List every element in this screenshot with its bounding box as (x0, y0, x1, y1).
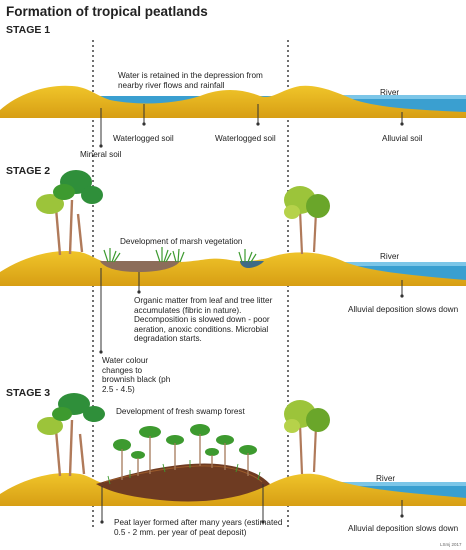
tree-stage-3-right (284, 400, 330, 475)
stage-3-cross-section (0, 463, 466, 506)
marsh-grass (103, 247, 257, 263)
stage-1-waterlogged-1: Waterlogged soil (113, 134, 174, 143)
stage-1-cross-section (0, 85, 466, 118)
stage-2-label: STAGE 2 (6, 165, 51, 177)
stage-1-label: STAGE 1 (6, 24, 51, 36)
marsh-mud (100, 261, 180, 272)
tree-stage-2-right (284, 186, 330, 255)
stage-1-mineral-soil: Mineral soil (80, 150, 122, 159)
stage-3-label: STAGE 3 (6, 387, 51, 399)
stage-3-swamp-note: Development of fresh swamp forest (116, 407, 245, 416)
swamp-forest (107, 424, 261, 485)
stage-2-alluvial-note: Alluvial deposition slows down (348, 305, 459, 314)
stage-2-organic-note: Organic matter from leaf and tree litter… (134, 296, 273, 344)
stage-3-peat-note: Peat layer formed after many years (esti… (114, 518, 283, 537)
pointer-lines (100, 104, 403, 522)
tree-cluster-stage-2-left (36, 170, 103, 256)
stage-1-water-note: Water is retained in the depression from… (118, 71, 263, 90)
stage-1-river-label: River (380, 88, 400, 97)
stage-2-river-label: River (380, 252, 400, 261)
stage-2-marsh-note: Development of marsh vegetation (120, 237, 243, 246)
credit: LSmj 2017 (440, 542, 462, 547)
stage-3-river-label: River (376, 474, 396, 483)
stage-3-alluvial-note: Alluvial deposition slows down (348, 524, 459, 533)
page-title: Formation of tropical peatlands (6, 4, 208, 19)
tree-cluster-stage-3-left (37, 393, 105, 477)
peat-layer (96, 463, 270, 502)
stage-2-water-colour-note: Water colour changes to brownish black (… (102, 356, 171, 394)
stage-1-alluvial-soil: Alluvial soil (382, 134, 423, 143)
stage-1-waterlogged-2: Waterlogged soil (215, 134, 276, 143)
stage-2-cross-section (0, 250, 466, 286)
